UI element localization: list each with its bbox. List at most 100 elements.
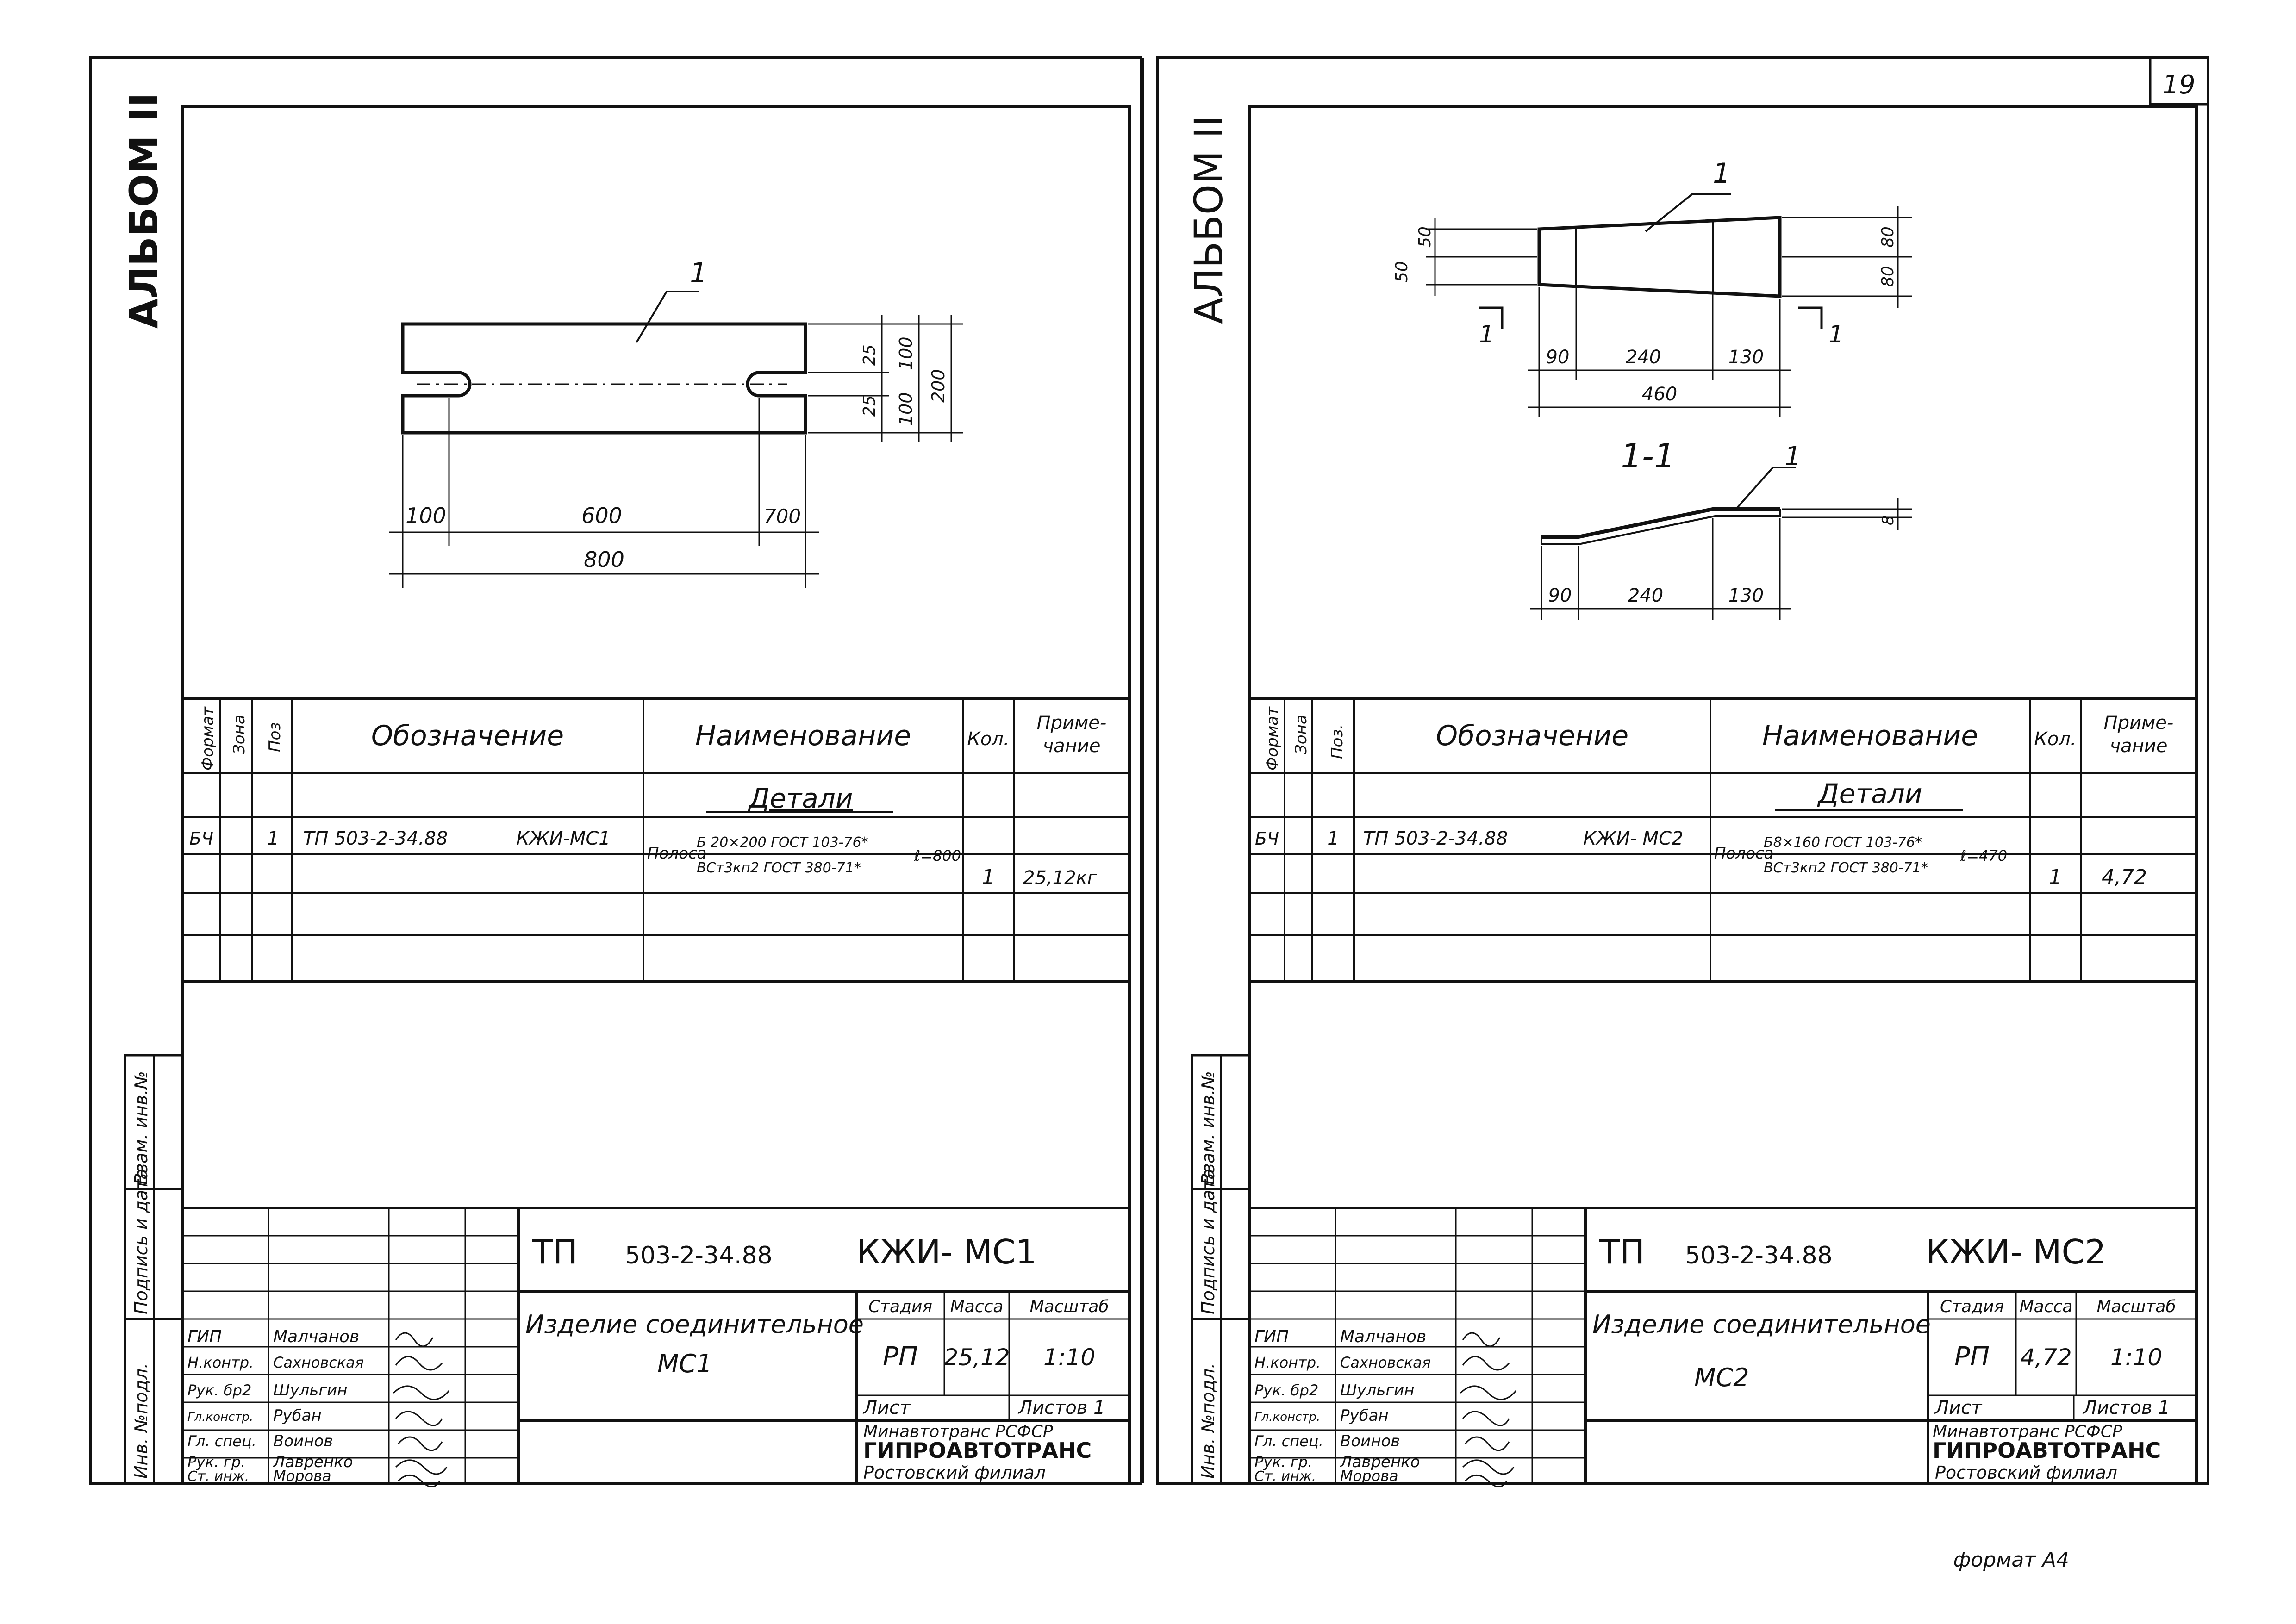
header-note-right-2: чание (2110, 735, 2168, 757)
dim-80-b: 80 (1878, 266, 1897, 287)
stamp-sign-date: Подпись и дата (131, 1169, 151, 1314)
section-dim-130: 130 (1728, 585, 1764, 606)
person-role-r6: Ст. инж. (1254, 1468, 1316, 1485)
dim-50-a: 50 (1416, 226, 1435, 248)
header-qty: Кол. (967, 728, 1009, 750)
spec-name-bottom-right: ВСт3кп2 ГОСТ 380-71* (1764, 860, 1928, 876)
person-name-r1: Сахновская (1340, 1354, 1431, 1371)
header-name-right: Наименование (1762, 720, 1978, 752)
spec-designation-right: ТП 503-2-34.88 (1363, 828, 1508, 849)
header-pos-right: Поз. (1328, 724, 1347, 759)
sheet-left: АЛЬБОМ II Взам. инв.№ Подпись и дата Инв… (121, 93, 1131, 1487)
org-line1-right: Минавтотранс РСФСР (1933, 1422, 2122, 1441)
position-label-mc1: 1 (690, 257, 707, 289)
spec-qty: 1 (982, 865, 995, 889)
spec-table-right: Формат Зона Поз. Обозначение Наименовани… (1250, 697, 2196, 983)
spec-section-details-right: Детали (1816, 778, 1922, 809)
dim-80-a: 80 (1878, 226, 1897, 248)
title-line1-right: Изделие соединительное (1592, 1310, 1931, 1339)
dim-25-top: 25 (860, 344, 879, 366)
stamp-inv-podl-right: Инв. №подл. (1198, 1363, 1218, 1479)
person-role-4: Гл. спец. (187, 1432, 256, 1450)
spec-table-left: Формат Зона Поз Обозначение Наименование… (183, 697, 1129, 983)
spec-length: ℓ=800 (914, 847, 961, 865)
person-role-5: Рук. гр. (187, 1453, 245, 1471)
label-sheets-right: Листов 1 (2082, 1397, 2170, 1419)
dim-50-b: 50 (1392, 261, 1411, 282)
scale-value-left: 1:10 (1043, 1344, 1095, 1371)
person-role-2: Рук. бр2 (187, 1381, 251, 1399)
person-role-1: Н.контр. (187, 1354, 254, 1371)
label-stage-left: Стадия (868, 1297, 932, 1316)
section-mark-right: 1 (1828, 321, 1844, 348)
mass-value-left: 25,12 (943, 1344, 1010, 1371)
spec-pos-right: 1 (1327, 828, 1339, 849)
header-note-1: Приме- (1037, 712, 1107, 734)
dim-200: 200 (928, 369, 948, 403)
label-mass-right: Масса (2020, 1297, 2073, 1316)
page-number: 19 (2162, 70, 2195, 100)
stamp-inv-podl: Инв. №подл. (131, 1363, 151, 1479)
dim-100: 100 (406, 503, 446, 528)
stamp-inv-vzam-right: Взам. инв.№ (1198, 1071, 1218, 1185)
org-line2-left: ГИПРОАВТОТРАНС (863, 1438, 1092, 1463)
side-stamp-left: Взам. инв.№ Подпись и дата Инв. №подл. (124, 1054, 184, 1485)
title-line2-left: МС1 (657, 1349, 712, 1378)
person-role-r3: Гл.констр. (1254, 1410, 1320, 1424)
mass-value-right: 4,72 (2020, 1344, 2071, 1371)
title-block-left: ГИП Малчанов Н.контр. Сахновская Рук. бр… (183, 1207, 1129, 1487)
signature-rows-right: ГИП Малчанов Н.контр. Сахновская Рук. бр… (1254, 1327, 1517, 1487)
person-name-r5: Лавренко (1339, 1453, 1420, 1471)
person-name-6: Морова (273, 1467, 331, 1485)
person-role-r2: Рук. бр2 (1254, 1381, 1318, 1399)
person-name-r6: Морова (1340, 1467, 1398, 1485)
spec-pos: 1 (267, 828, 279, 849)
person-name-r0: Малчанов (1340, 1327, 1426, 1346)
spec-format: БЧ (189, 828, 213, 849)
scale-value-right: 1:10 (2110, 1344, 2162, 1371)
page-number-box: 19 (2149, 56, 2209, 106)
section-dim-240: 240 (1628, 585, 1663, 606)
label-sheet-left: Лист (862, 1397, 911, 1419)
code-tp-left: ТП (532, 1232, 578, 1271)
dim-130: 130 (1728, 347, 1764, 368)
person-role-3: Гл.констр. (187, 1410, 253, 1424)
header-format: Формат (199, 706, 217, 771)
org-line1-left: Минавтотранс РСФСР (863, 1422, 1053, 1441)
spec-name-top: Б 20×200 ГОСТ 103-76* (697, 834, 868, 851)
header-zone: Зона (230, 715, 249, 754)
label-scale-left: Масштаб (1029, 1297, 1109, 1316)
dim-240: 240 (1626, 347, 1661, 368)
part-drawing-mc1: 1 100 600 700 800 (389, 257, 963, 588)
dim-600: 600 (581, 503, 622, 528)
album-label-right: АЛЬБОМ II (1186, 115, 1231, 324)
label-mass-left: Масса (950, 1297, 1004, 1316)
org-line2-right: ГИПРОАВТОТРАНС (1933, 1438, 2161, 1463)
label-sheets-left: Листов 1 (1017, 1397, 1105, 1419)
dim-700: 700 (764, 505, 801, 528)
stage-value-left: РП (883, 1342, 918, 1372)
person-role-r1: Н.контр. (1254, 1354, 1321, 1371)
dim-25-bottom: 25 (860, 395, 879, 417)
person-role-r0: ГИП (1254, 1327, 1289, 1346)
person-name-0: Малчанов (273, 1327, 359, 1346)
person-name-r3: Рубан (1340, 1406, 1389, 1425)
spec-note: 25,12кг (1023, 867, 1098, 889)
dim-800: 800 (584, 547, 624, 572)
dim-90: 90 (1546, 347, 1570, 368)
header-note-right-1: Приме- (2104, 712, 2174, 734)
spec-qty-right: 1 (2049, 865, 2062, 889)
spec-name-bottom: ВСт3кп2 ГОСТ 380-71* (697, 860, 861, 876)
part-drawing-mc2-plan: 1 50 50 80 80 1 1 (1392, 157, 1912, 417)
stamp-sign-date-right: Подпись и дата (1198, 1169, 1218, 1314)
label-scale-right: Масштаб (2096, 1297, 2176, 1316)
header-format-right: Формат (1263, 706, 1282, 771)
dim-460: 460 (1642, 384, 1677, 405)
person-name-3: Рубан (273, 1406, 322, 1425)
org-line3-right: Ростовский филиал (1935, 1462, 2117, 1483)
person-name-2: Шульгин (273, 1381, 347, 1400)
title-line1-left: Изделие соединительное (525, 1310, 864, 1339)
code-mark-left: КЖИ- МС1 (856, 1232, 1037, 1271)
person-name-1: Сахновская (273, 1354, 364, 1371)
